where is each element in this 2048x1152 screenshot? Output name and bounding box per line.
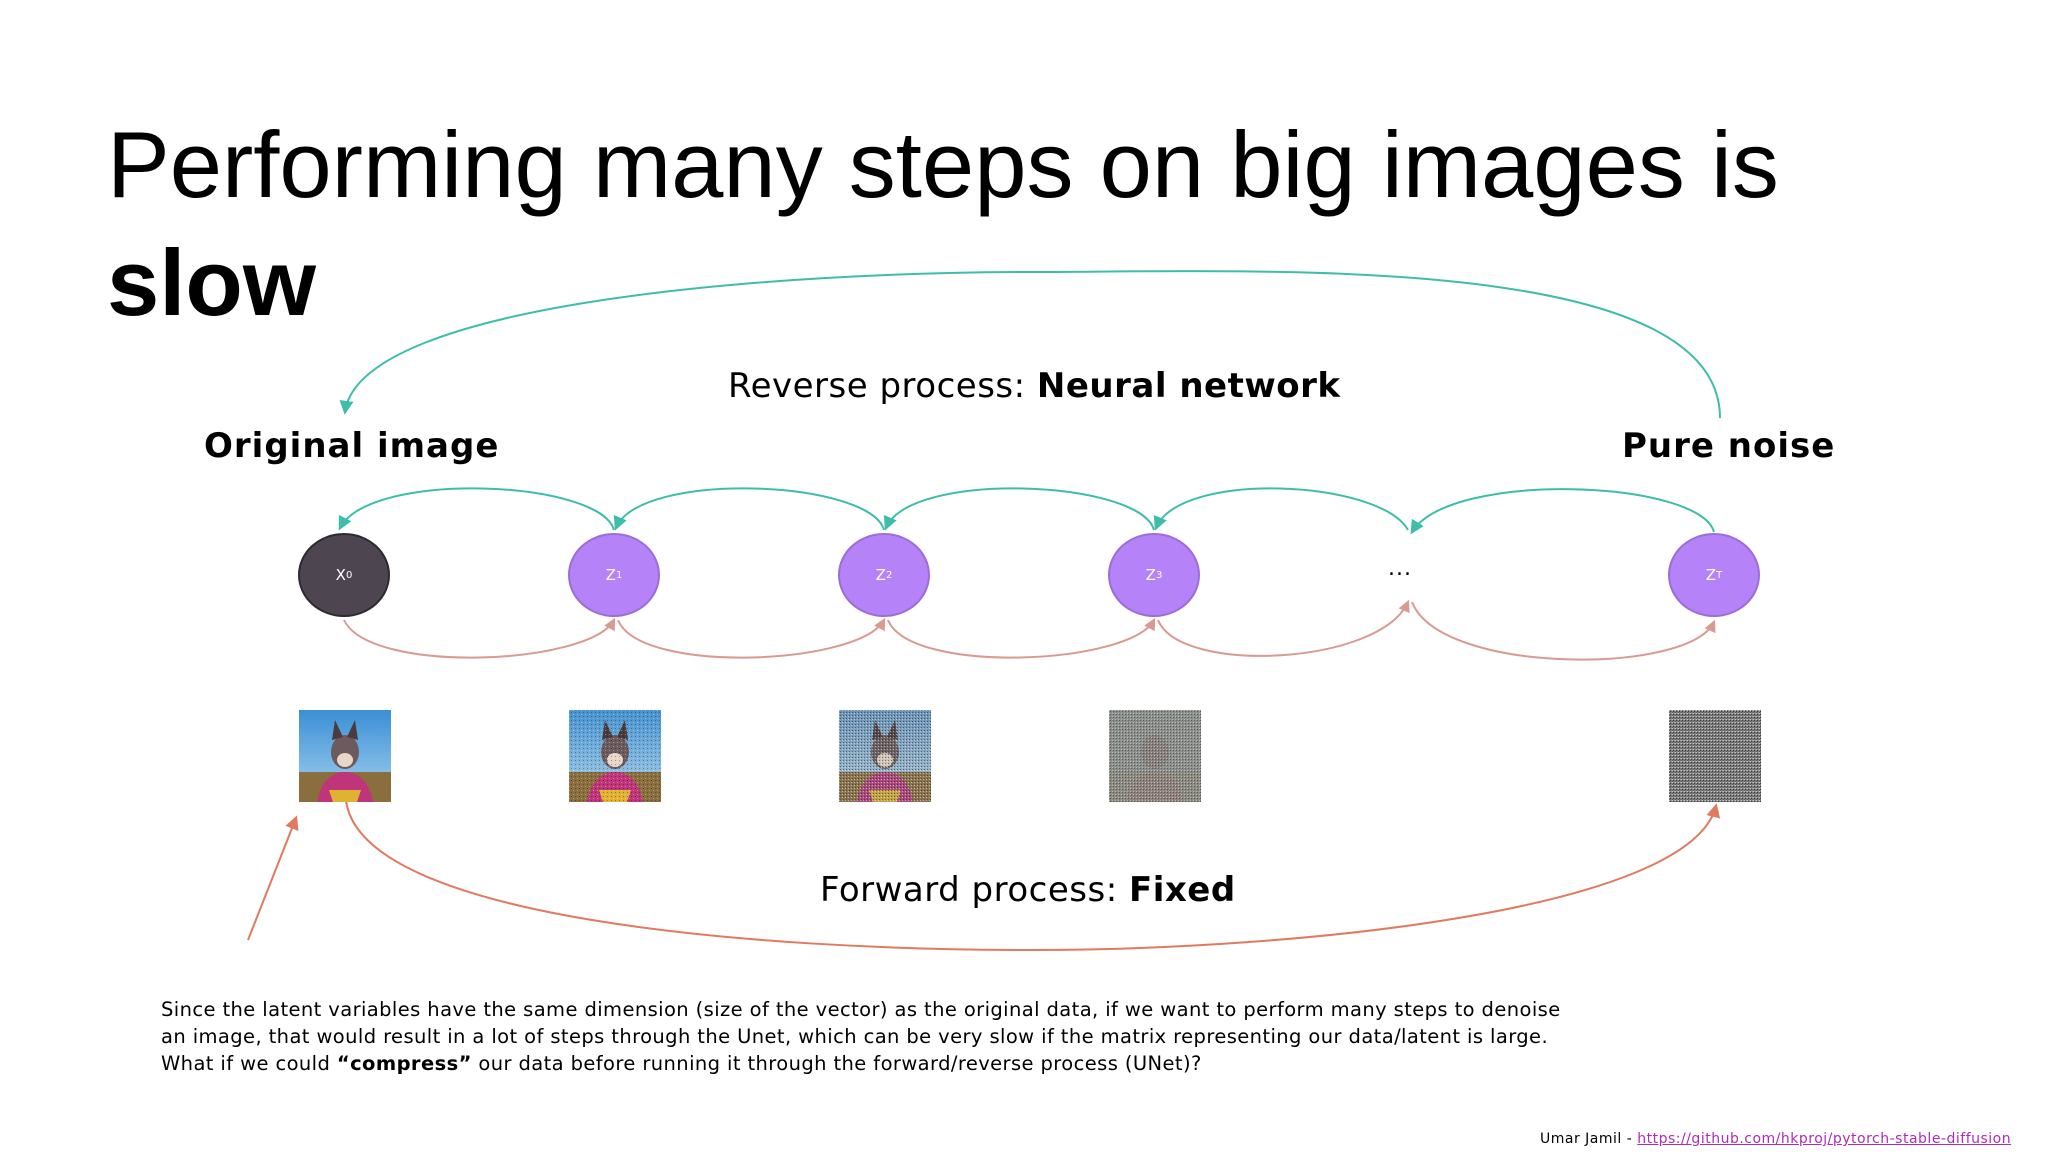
slide-title-line2: slow	[107, 230, 316, 335]
body-emphasis: “compress”	[336, 1052, 472, 1075]
slide-title-line1: Performing many steps on big images is	[107, 112, 1779, 217]
reverse-step-arrow	[1410, 488, 1715, 535]
node-subscript: 2	[885, 569, 893, 581]
reverse-step-arrow	[883, 487, 1155, 531]
body-line-3: What if we could “compress” our data bef…	[161, 1050, 1571, 1077]
image-zt-thumbnail	[1669, 710, 1761, 802]
image-x0-thumbnail	[299, 710, 391, 802]
reverse-process-method: Neural network	[1036, 366, 1341, 406]
body-line-3-suffix: our data before running it through the f…	[471, 1052, 1202, 1075]
reverse-step-arrow	[613, 487, 885, 531]
body-line-1: Since the latent variables have the same…	[161, 998, 1561, 1021]
body-line-2: an image, that would result in a lot of …	[161, 1025, 1549, 1048]
node-base: Z	[1145, 566, 1156, 584]
reverse-step-arrow	[1153, 487, 1409, 531]
image-z3-thumbnail	[1109, 710, 1201, 802]
node-base: Z	[1705, 566, 1717, 584]
reverse-process-prefix: Reverse process:	[728, 366, 1037, 406]
credit-author: Umar Jamil	[1540, 1131, 1622, 1147]
reverse-process-label: Reverse process: Neural network	[728, 366, 1340, 406]
credit-footer: Umar Jamil - https://github.com/hkproj/p…	[1540, 1131, 2011, 1147]
image-z2-thumbnail	[839, 710, 931, 802]
github-link[interactable]: https://github.com/hkproj/pytorch-stable…	[1637, 1131, 2012, 1147]
forward-process-prefix: Forward process:	[820, 870, 1129, 910]
forward-step-arrow	[1411, 601, 1716, 661]
forward-step-arrow	[343, 617, 616, 659]
forward-step-arrow	[1157, 599, 1410, 657]
node-subscript: T	[1716, 569, 1723, 581]
reverse-step-arrow	[338, 487, 615, 531]
credit-separator: -	[1621, 1131, 1638, 1147]
body-line-3-prefix: What if we could	[161, 1052, 337, 1075]
original-image-label: Original image	[204, 426, 500, 466]
node-base: Z	[605, 566, 616, 584]
forward-process-method: Fixed	[1128, 870, 1236, 910]
body-text: Since the latent variables have the same…	[161, 996, 1571, 1077]
node-subscript: 1	[615, 569, 623, 581]
node-base: X	[335, 566, 346, 584]
forward-step-arrow	[887, 617, 1156, 659]
node-subscript: 3	[1155, 569, 1163, 581]
forward-process-arrow	[345, 799, 1721, 952]
forward-process-label: Forward process: Fixed	[820, 870, 1236, 910]
reverse-process-arrow	[339, 270, 1721, 419]
node-subscript: 0	[345, 569, 353, 581]
pointer-arrow	[247, 815, 299, 941]
image-z1-thumbnail	[569, 710, 661, 802]
node-base: Z	[875, 566, 886, 584]
ellipsis: ...	[1388, 556, 1412, 581]
pure-noise-label: Pure noise	[1622, 426, 1836, 466]
forward-step-arrow	[617, 617, 886, 659]
